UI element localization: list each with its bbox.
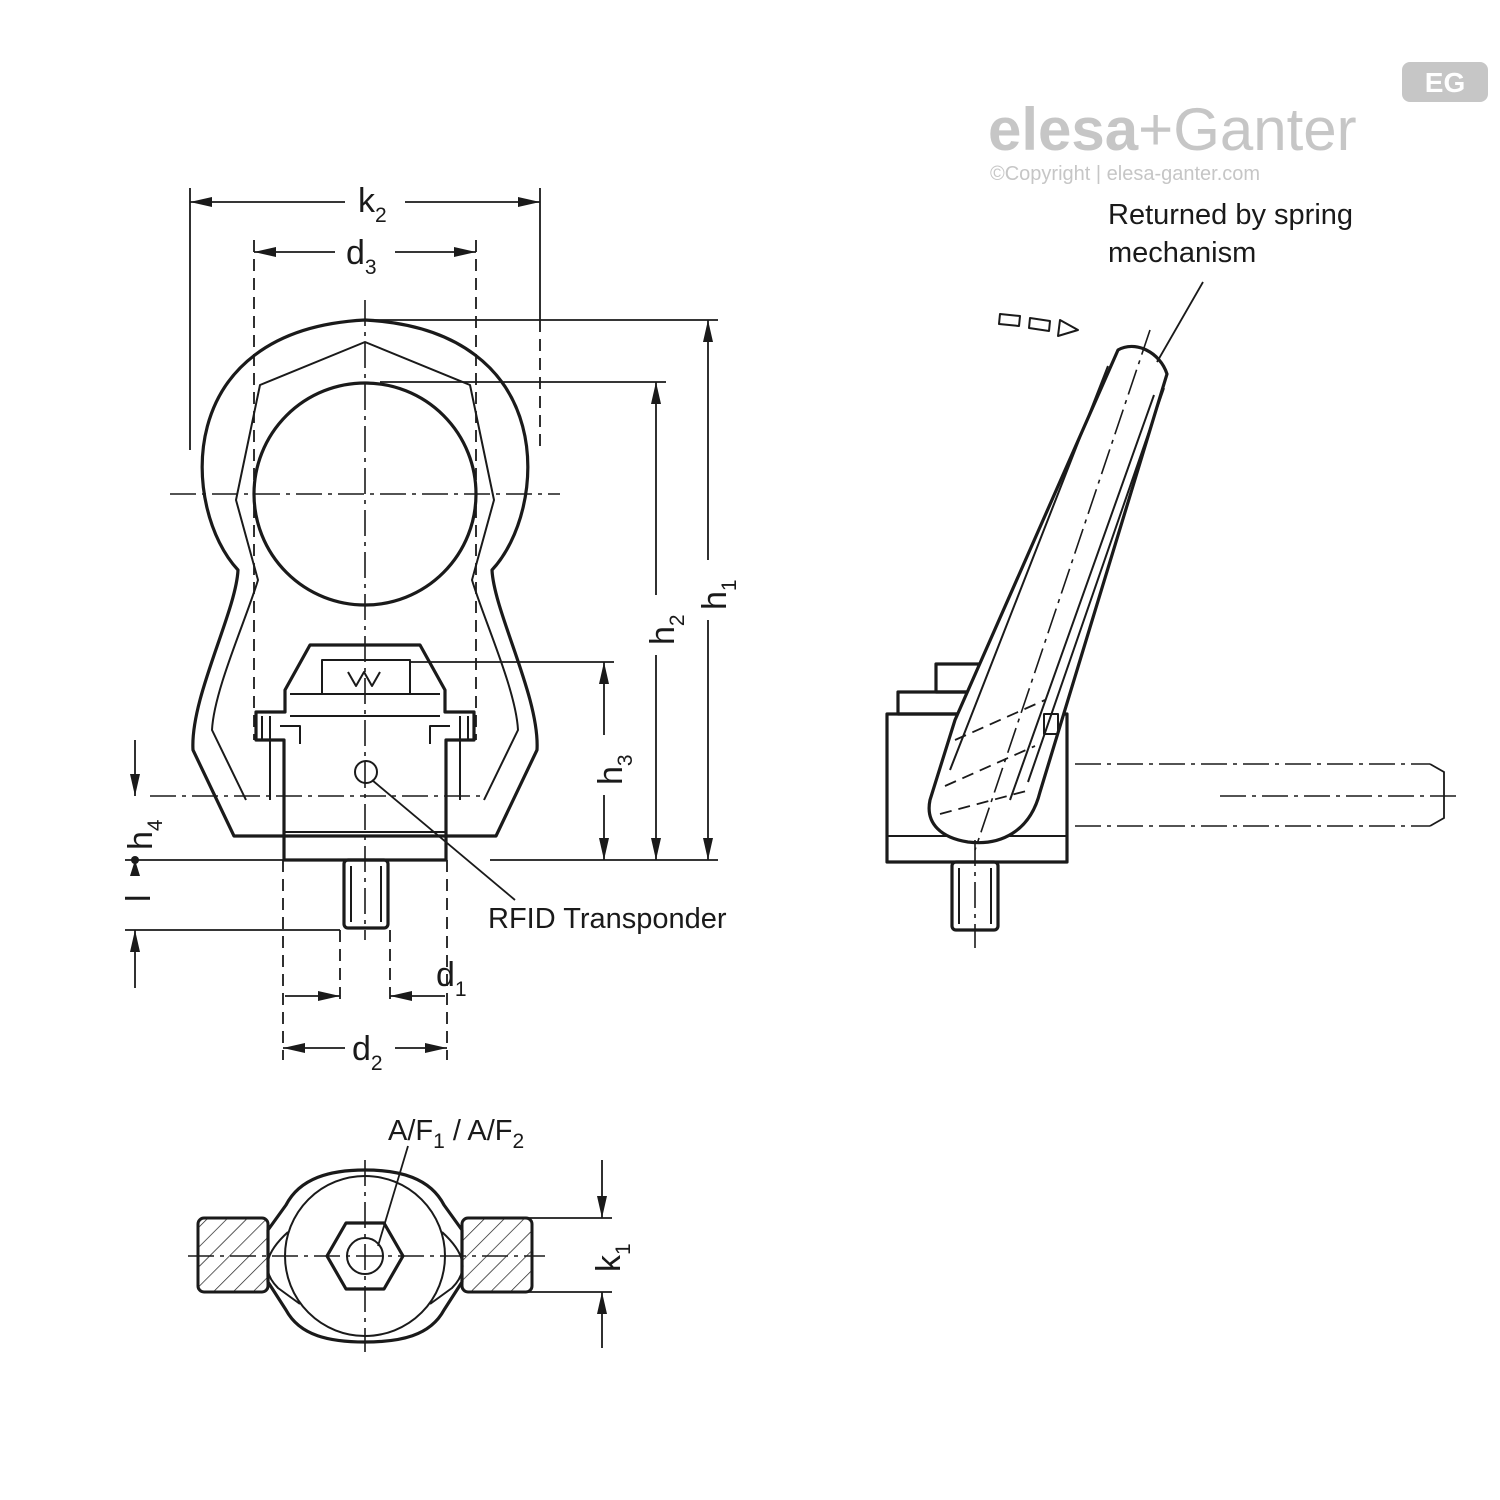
h2-arrow-bottom xyxy=(651,838,661,860)
tilted-arm-centerline xyxy=(974,329,1151,851)
bottom-view xyxy=(188,1145,545,1352)
d2-arrow-right xyxy=(425,1043,447,1053)
h2-label-bg xyxy=(637,595,677,655)
h1-arrow-bottom xyxy=(703,838,713,860)
rotation-direction-icon xyxy=(998,313,1079,337)
swivel-body xyxy=(254,643,476,862)
spring-clip-left xyxy=(266,1231,301,1305)
k1-dimension xyxy=(520,1160,612,1348)
label-k1: k1 xyxy=(590,1243,635,1272)
d1-arrow-left xyxy=(318,991,340,1001)
d1-arrow-right xyxy=(390,991,412,1001)
d3-arrow-right xyxy=(454,247,476,257)
k1-arrow-top xyxy=(597,1196,607,1218)
k1-arrow-bottom xyxy=(597,1292,607,1314)
tilted-arm-hidden-c xyxy=(939,789,1031,815)
k2-arrow-right xyxy=(518,197,540,207)
h4-l-dot xyxy=(131,856,139,864)
tilted-ring-arm xyxy=(927,344,1169,845)
h3-arrow-bottom xyxy=(599,838,609,860)
eg-badge-text: EG xyxy=(1425,67,1465,98)
label-h2: h2 xyxy=(644,614,689,645)
h3-label-bg xyxy=(585,735,625,795)
eg-badge-icon xyxy=(1402,62,1488,102)
brand-watermark: EG elesa+Ganter ©Copyright | elesa-gante… xyxy=(988,62,1488,185)
right-pin-section xyxy=(460,1216,534,1294)
front-dimensions xyxy=(125,180,730,1068)
note-spring-line2: mechanism xyxy=(1108,237,1256,269)
label-d3: d3 xyxy=(346,234,377,279)
k2-arrow-left xyxy=(190,197,212,207)
left-pin-section xyxy=(196,1216,270,1294)
rfid-transponder xyxy=(354,760,378,784)
cap-marking xyxy=(347,671,381,687)
spring-clip-right xyxy=(429,1231,464,1305)
label-l: l xyxy=(120,894,158,902)
d2-label-bg xyxy=(345,1028,395,1068)
af-leader-line xyxy=(377,1145,409,1247)
front-view xyxy=(150,300,560,940)
label-af: A/F1 / A/F2 xyxy=(388,1115,524,1153)
h1-arrow-top xyxy=(703,320,713,342)
threaded-stud xyxy=(342,858,390,930)
brand-logo: elesa+Ganter xyxy=(988,96,1357,163)
tilted-arm-hidden-a xyxy=(954,699,1046,741)
l-arrow-bottom xyxy=(130,930,140,952)
k2-label-bg xyxy=(345,180,405,220)
tilted-arm-hidden-b xyxy=(944,745,1036,787)
d3-label-bg xyxy=(335,232,395,272)
h4-arrow-bottom xyxy=(130,860,140,876)
side-pin-stub xyxy=(1043,713,1059,735)
h1-label-bg xyxy=(690,560,730,620)
brand-copyright: ©Copyright | elesa-ganter.com xyxy=(990,163,1260,185)
d3-arrow-left xyxy=(254,247,276,257)
spring-leader-line xyxy=(1156,281,1204,363)
side-phantom-end xyxy=(1429,763,1445,827)
tilted-arm-inner-b xyxy=(1027,387,1165,783)
label-h1: h1 xyxy=(696,579,741,610)
tilted-arm-inner-c xyxy=(1009,394,1155,801)
label-h3: h3 xyxy=(592,754,637,785)
right-clip xyxy=(429,716,469,800)
left-clip xyxy=(261,716,301,800)
h3-arrow-top xyxy=(599,662,609,684)
label-d2: d2 xyxy=(352,1030,383,1075)
rfid-leader-line xyxy=(371,779,516,901)
label-h4: h4 xyxy=(122,819,167,850)
tilted-arm-inner-a xyxy=(949,365,1109,771)
h2-arrow-top xyxy=(651,382,661,404)
note-spring-line1: Returned by spring xyxy=(1108,199,1353,231)
label-d1: d1 xyxy=(436,956,467,1001)
d2-arrow-left xyxy=(283,1043,305,1053)
note-rfid: RFID Transponder xyxy=(488,903,727,935)
label-k2: k2 xyxy=(358,182,387,227)
h4-arrow-top xyxy=(130,774,140,796)
side-view xyxy=(885,281,1462,948)
